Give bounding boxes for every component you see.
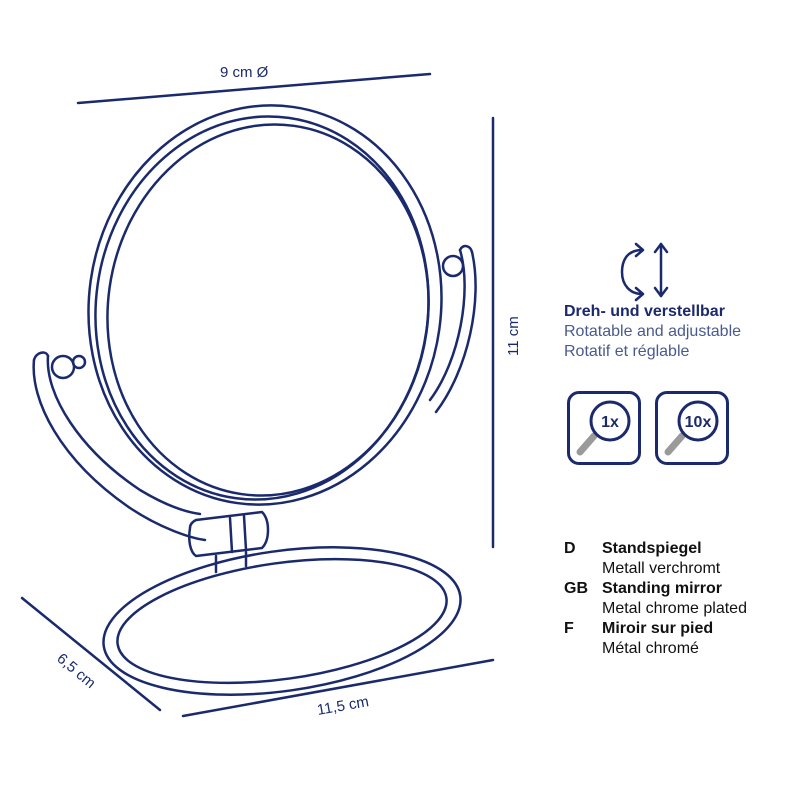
stand-base-outer bbox=[102, 546, 462, 696]
stand-arm-left bbox=[32, 354, 207, 542]
feature-line-en: Rotatable and adjustable bbox=[564, 323, 742, 340]
diameter-dimension-line bbox=[76, 72, 432, 105]
magnification-label-1x: 1x bbox=[601, 414, 619, 431]
product-title: Standspiegel bbox=[602, 540, 702, 557]
magnification-label-10x: 10x bbox=[685, 414, 712, 431]
language-code: D bbox=[564, 540, 576, 557]
width-label: 11,5 cm bbox=[316, 693, 370, 719]
product-subtitle: Metall verchromt bbox=[602, 560, 721, 577]
magnification-badge-1x: 1x bbox=[567, 391, 641, 465]
language-code: GB bbox=[564, 580, 588, 597]
feature-line-fr: Rotatif et réglable bbox=[564, 343, 690, 360]
product-descriptions: D Standspiegel Metall verchromt GB Stand… bbox=[564, 539, 747, 659]
magnification-badge-10x: 10x bbox=[655, 391, 729, 465]
feature-text: Dreh- und verstellbar Rotatable and adju… bbox=[564, 302, 741, 362]
height-label: 11 cm bbox=[505, 316, 522, 356]
diameter-label: 9 cm Ø bbox=[220, 64, 269, 81]
mirror-glass bbox=[106, 123, 430, 497]
pivot-knob-right bbox=[441, 254, 465, 278]
pivot-knob-left bbox=[50, 354, 76, 380]
mirror-outer-ring bbox=[87, 104, 443, 506]
description-f: F Miroir sur pied Métal chromé bbox=[564, 619, 747, 659]
mirror-rim bbox=[94, 115, 430, 501]
magnifier-icon: 1x bbox=[576, 400, 631, 456]
depth-dimension-line bbox=[20, 596, 162, 712]
stand-base-inner bbox=[116, 557, 448, 685]
stand-arm-right bbox=[428, 248, 477, 414]
language-code: F bbox=[564, 620, 574, 637]
magnifier-icon: 10x bbox=[664, 400, 719, 456]
product-title: Standing mirror bbox=[602, 580, 723, 597]
description-de: D Standspiegel Metall verchromt bbox=[564, 539, 747, 579]
product-subtitle: Métal chromé bbox=[602, 640, 699, 657]
product-title: Miroir sur pied bbox=[602, 620, 714, 637]
stand-joint bbox=[188, 510, 270, 558]
feature-line-de: Dreh- und verstellbar bbox=[564, 303, 725, 320]
rotate-adjust-icon bbox=[620, 242, 669, 302]
description-gb: GB Standing mirror Metal chrome plated bbox=[564, 579, 747, 619]
width-dimension-line bbox=[181, 658, 495, 718]
product-subtitle: Metal chrome plated bbox=[602, 600, 747, 617]
